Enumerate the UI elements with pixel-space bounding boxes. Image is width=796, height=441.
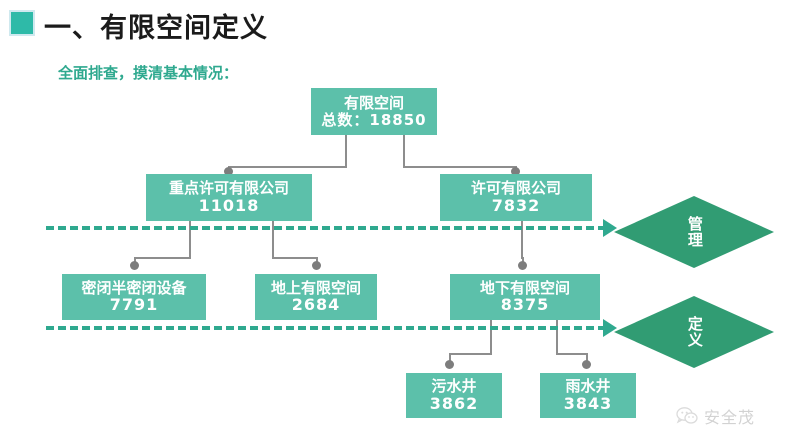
node-box-licensed[interactable]: 许可有限公司 7832 <box>440 174 592 221</box>
node-box-above-ground[interactable]: 地上有限空间 2684 <box>255 274 377 320</box>
node-label: 地下有限空间 <box>479 278 570 297</box>
connector-dot-above <box>312 261 321 270</box>
connector-total-left-v <box>345 135 347 168</box>
connector-dot-licensed <box>511 167 520 176</box>
connector-key-left-v <box>189 221 191 259</box>
connector-key-right-v <box>272 221 274 259</box>
connector-sewage-drop <box>449 353 451 366</box>
node-value: 3862 <box>429 393 479 413</box>
node-label: 地上有限空间 <box>270 278 361 297</box>
connector-key-left-h <box>134 257 191 259</box>
node-label: 雨水井 <box>565 377 611 396</box>
flow-line-manage <box>46 226 606 230</box>
diamond-band-define[interactable]: 定义 <box>614 296 774 368</box>
connector-total-right-v <box>403 135 405 168</box>
connector-dot-key-licensed <box>224 167 233 176</box>
connector-below-left-h <box>449 353 492 355</box>
flow-line-define <box>46 326 606 330</box>
connector-total-right-h <box>403 166 517 168</box>
connector-dot-below <box>518 261 527 270</box>
connector-licensed-v <box>521 221 523 259</box>
node-box-sewage-well[interactable]: 污水井 3862 <box>406 373 502 418</box>
connector-total-left-h <box>228 166 347 168</box>
node-box-below-ground[interactable]: 地下有限空间 8375 <box>450 274 600 320</box>
diamond-band-manage[interactable]: 管理 <box>614 196 774 268</box>
node-box-sealed[interactable]: 密闭半密闭设备 7791 <box>62 274 206 320</box>
node-value: 11018 <box>198 195 260 215</box>
flow-arrow-manage-icon <box>603 219 617 237</box>
connector-below-right-h <box>556 353 588 355</box>
connector-below-left-v <box>490 320 492 355</box>
square-bullet-icon <box>9 10 35 36</box>
page-title: 一、有限空间定义 <box>44 13 268 44</box>
node-value: 8375 <box>500 295 550 315</box>
node-value: 7791 <box>109 295 159 315</box>
connector-dot-sewage <box>445 360 454 369</box>
connector-below-right-v <box>556 320 558 355</box>
diamond-label: 定义 <box>685 316 704 348</box>
node-label: 密闭半密闭设备 <box>81 278 187 297</box>
connector-rain-drop <box>586 353 588 366</box>
watermark: 安全茂 <box>676 404 755 428</box>
connector-dot-rain <box>582 360 591 369</box>
node-box-key-licensed[interactable]: 重点许可有限公司 11018 <box>146 174 312 221</box>
connector-dot-sealed <box>130 261 139 270</box>
node-label: 污水井 <box>431 377 477 396</box>
page-subtitle: 全面排查，摸清基本情况： <box>58 64 239 82</box>
node-box-rain-well[interactable]: 雨水井 3843 <box>540 373 636 418</box>
node-value: 2684 <box>291 295 341 315</box>
node-value: 3843 <box>563 393 613 413</box>
connector-key-right-h <box>272 257 318 259</box>
node-label: 重点许可有限公司 <box>168 179 289 198</box>
node-value: 总数：18850 <box>321 110 427 129</box>
node-label: 有限空间 <box>343 93 404 112</box>
node-label: 许可有限公司 <box>470 179 561 198</box>
node-box-total[interactable]: 有限空间 总数：18850 <box>311 88 437 135</box>
node-value: 7832 <box>491 195 541 215</box>
wechat-bubble-icon <box>676 407 698 424</box>
flow-arrow-define-icon <box>603 319 617 337</box>
diamond-label: 管理 <box>685 216 704 248</box>
watermark-text: 安全茂 <box>704 408 756 427</box>
